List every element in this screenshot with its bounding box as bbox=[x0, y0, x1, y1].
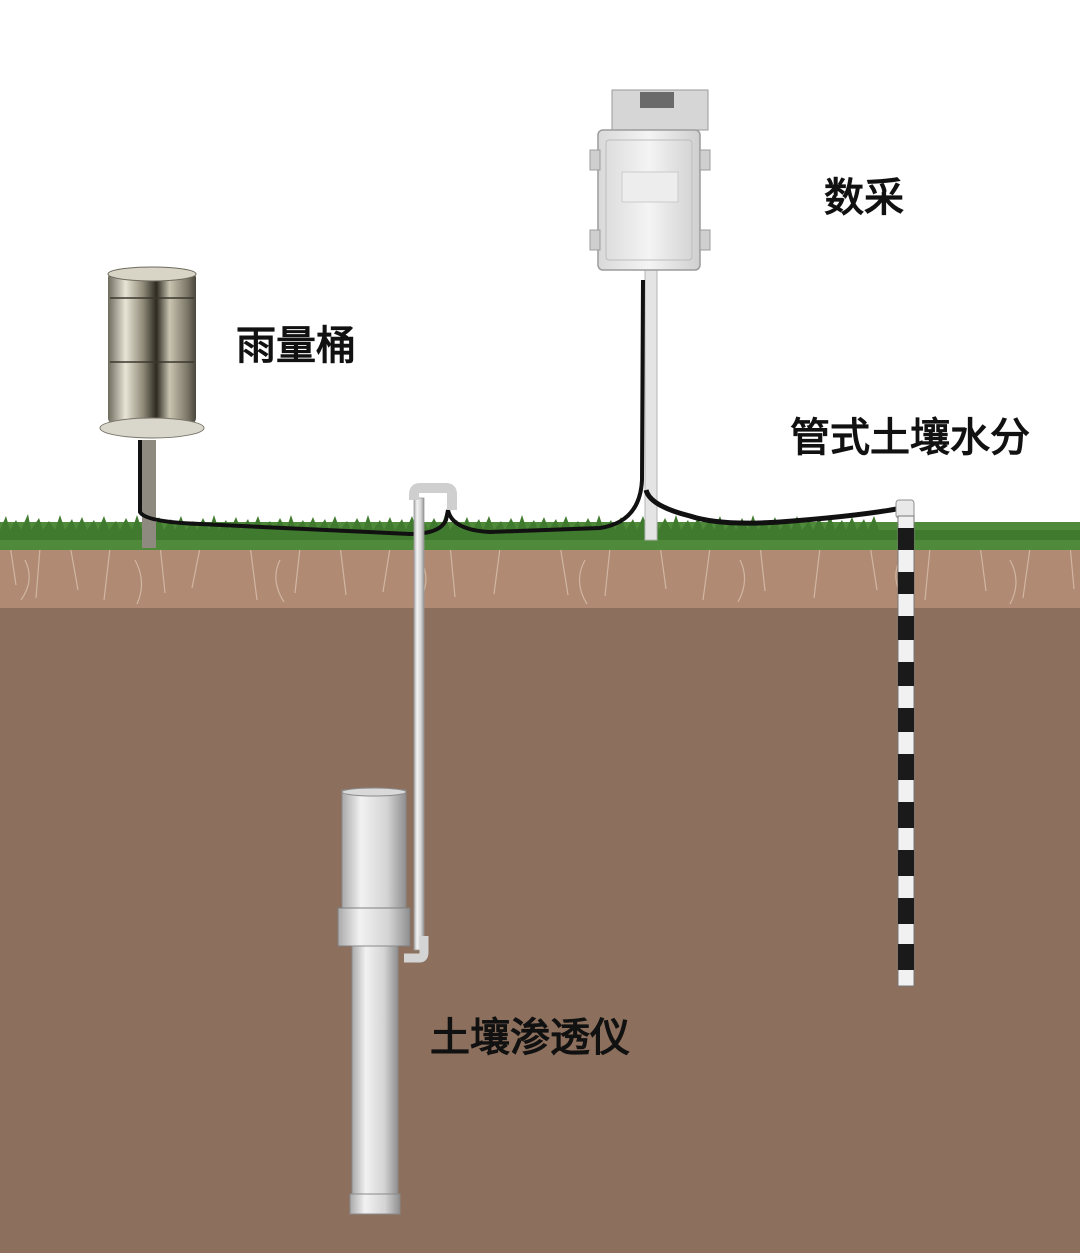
soil-lysimeter bbox=[337, 483, 457, 1215]
tube-soil-moisture-label: 管式土壤水分 bbox=[790, 415, 1030, 461]
logger-lid bbox=[605, 139, 693, 261]
soil-lysimeter-label: 土壤渗透仪 bbox=[430, 1015, 630, 1061]
lysimeter-pipe-elbow bbox=[409, 483, 457, 510]
lysimeter-bottom-ring bbox=[349, 1193, 401, 1215]
cable-rain-to-logger bbox=[138, 279, 645, 537]
lysimeter-top-cap bbox=[341, 787, 407, 797]
logger-nameplate bbox=[621, 171, 679, 203]
rain-gauge-base bbox=[99, 417, 205, 439]
cable-logger-to-probe bbox=[643, 489, 903, 526]
lysimeter-upper-body bbox=[341, 789, 407, 911]
root-zone bbox=[0, 540, 1080, 608]
logger-latch-top bbox=[699, 149, 711, 171]
probe-head bbox=[895, 499, 915, 519]
rain-gauge-label: 雨量桶 bbox=[236, 323, 356, 369]
tube-soil-moisture-probe bbox=[895, 499, 915, 987]
logger-hinge-top bbox=[589, 149, 601, 171]
logger-mount-clamp bbox=[640, 92, 674, 108]
logger-latch-bottom bbox=[699, 229, 711, 251]
rain-gauge-cylinder bbox=[108, 272, 196, 424]
roots bbox=[9, 544, 1075, 605]
probe-sensor-rings bbox=[898, 528, 914, 970]
lysimeter-collar bbox=[337, 907, 411, 947]
soil-body bbox=[0, 560, 1080, 1253]
lysimeter-pipe-vertical bbox=[413, 497, 425, 951]
rain-gauge bbox=[99, 266, 205, 548]
data-logger-label: 数采 bbox=[824, 175, 904, 221]
lysimeter-pipe-bottom-elbow bbox=[404, 936, 429, 963]
rain-gauge-rim bbox=[107, 266, 197, 282]
grass-blades bbox=[0, 514, 1080, 540]
data-logger bbox=[589, 89, 711, 541]
lysimeter-lower-body bbox=[351, 945, 399, 1215]
logger-hinge-bottom bbox=[589, 229, 601, 251]
rain-gauge-post bbox=[142, 440, 156, 548]
